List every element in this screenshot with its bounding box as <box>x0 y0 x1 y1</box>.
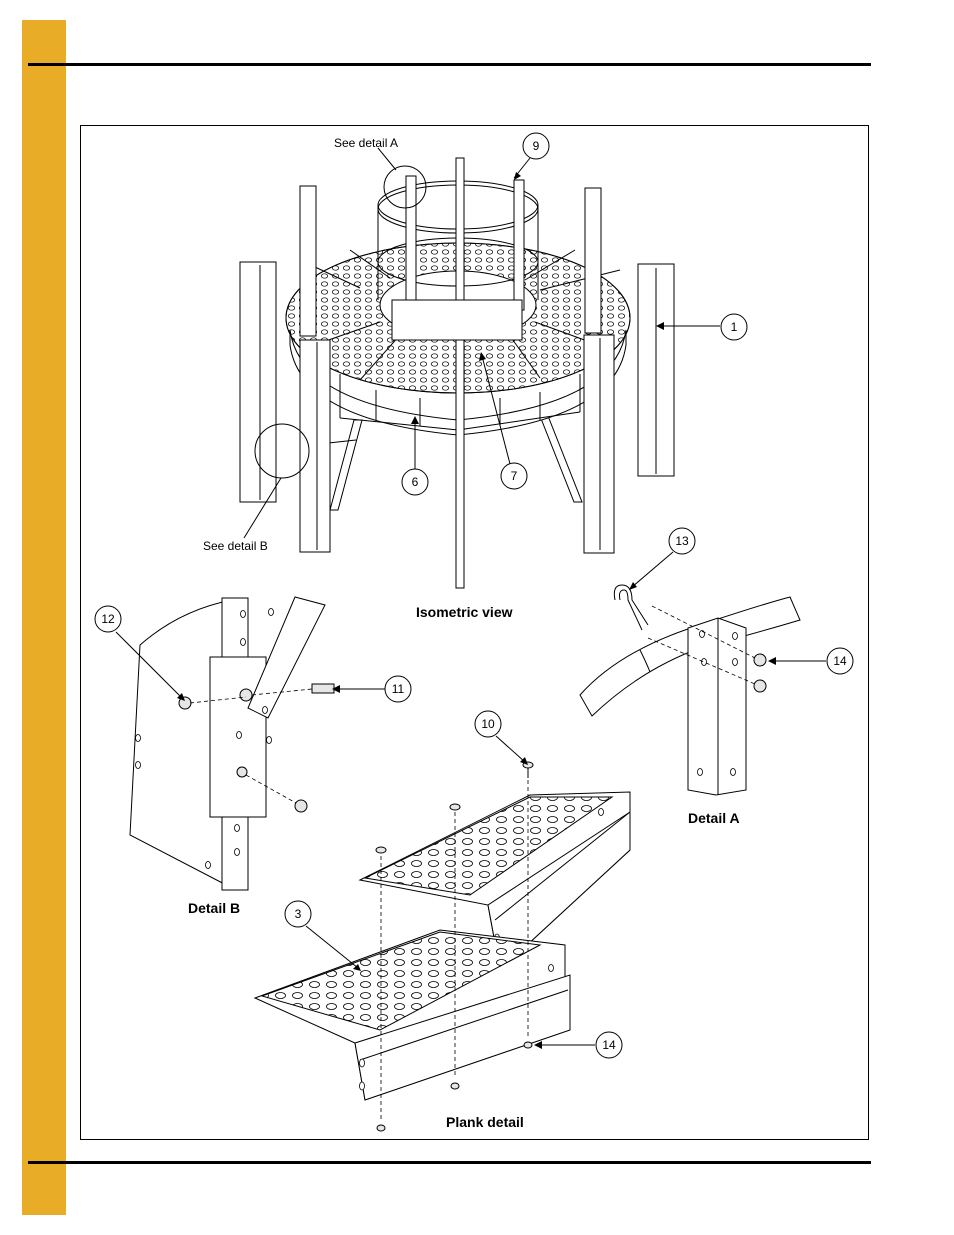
plank-detail-title: Plank detail <box>446 1114 524 1130</box>
callout-1 <box>720 313 748 341</box>
callout-6 <box>401 468 429 496</box>
detail-a-marker <box>383 165 427 209</box>
svg-text:14: 14 <box>833 654 847 668</box>
callout-7 <box>500 462 528 490</box>
detail-b-marker <box>254 423 310 479</box>
detail-b-title: Detail B <box>188 900 240 916</box>
callout-11 <box>384 675 412 703</box>
footer-rule <box>28 1161 871 1164</box>
svg-text:1: 1 <box>731 320 738 334</box>
header-rule <box>28 63 871 66</box>
callout-14-detail-a <box>826 647 854 675</box>
svg-text:6: 6 <box>412 475 419 489</box>
inner-cage <box>377 157 539 589</box>
detail-a-title: Detail A <box>688 810 740 826</box>
callouts: 9 1 6 7 12 11 13 14 <box>94 132 854 1059</box>
svg-text:7: 7 <box>511 469 518 483</box>
svg-text:10: 10 <box>481 717 495 731</box>
nut-14-detail-a <box>753 653 767 667</box>
svg-text:9: 9 <box>533 139 540 153</box>
callout-10 <box>474 710 502 738</box>
side-tab <box>22 20 66 1215</box>
plank-detail: Plank detail <box>253 761 631 1132</box>
svg-text:13: 13 <box>675 534 689 548</box>
isometric-view: See detail A See detail B Isometric view <box>203 136 675 620</box>
see-detail-b-label: See detail B <box>203 539 268 553</box>
figure-frame <box>80 125 869 1140</box>
callout-12 <box>94 605 122 633</box>
detail-b: Detail B <box>129 596 335 916</box>
callout-3 <box>284 900 312 928</box>
svg-text:3: 3 <box>295 907 302 921</box>
svg-text:12: 12 <box>101 612 115 626</box>
svg-text:11: 11 <box>392 682 405 696</box>
bolt-11 <box>311 683 335 694</box>
callout-9 <box>522 132 550 160</box>
detail-a: Detail A <box>579 584 801 826</box>
callout-14-plank <box>595 1031 623 1059</box>
isometric-view-title: Isometric view <box>416 604 513 620</box>
nut-14-plank <box>523 1041 533 1049</box>
callout-13 <box>668 527 696 555</box>
see-detail-a-label: See detail A <box>334 136 398 150</box>
vertical-posts <box>239 185 675 554</box>
svg-text:14: 14 <box>602 1038 616 1052</box>
